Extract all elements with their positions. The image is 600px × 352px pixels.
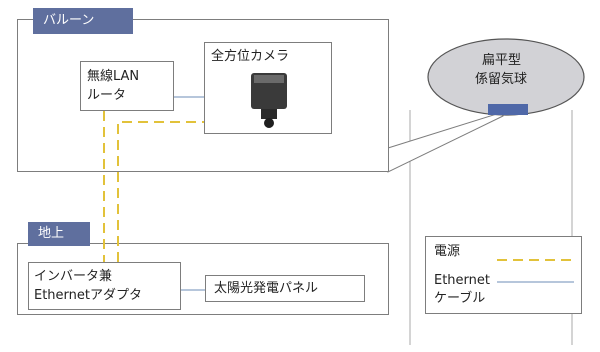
camera-label: 全方位カメラ (211, 49, 290, 64)
router-label-line2: ルータ (87, 88, 127, 103)
tethered-balloon-label-line2: 係留気球 (475, 72, 528, 87)
tethered-balloon-label-line1: 扁平型 (482, 53, 522, 68)
inverter-label-line1: インバータ兼 (34, 269, 113, 284)
router-box: 無線LAN ルータ (80, 61, 174, 111)
router-label-line1: 無線LAN (87, 69, 140, 84)
solar-panel-label: 太陽光発電パネル (214, 281, 319, 296)
power-cable-camera (117, 121, 204, 262)
legend-power-label: 電源 (434, 244, 461, 259)
legend-ethernet-label-line1: Ethernet (434, 273, 490, 288)
balloon-mount-block (488, 104, 528, 115)
inverter-box: インバータ兼 Ethernetアダプタ (28, 262, 181, 310)
inverter-label-line2: Ethernetアダプタ (34, 288, 142, 303)
power-cables (103, 111, 204, 262)
camera-device-icon (251, 73, 287, 128)
legend-box: 電源 Ethernet ケーブル (425, 236, 582, 314)
solar-panel-box: 太陽光発電パネル (205, 275, 365, 302)
legend-ethernet-label-line2: ケーブル (434, 291, 486, 306)
balloon-section-tag: バルーン (33, 8, 133, 34)
ground-section-tag: 地上 (28, 222, 90, 246)
